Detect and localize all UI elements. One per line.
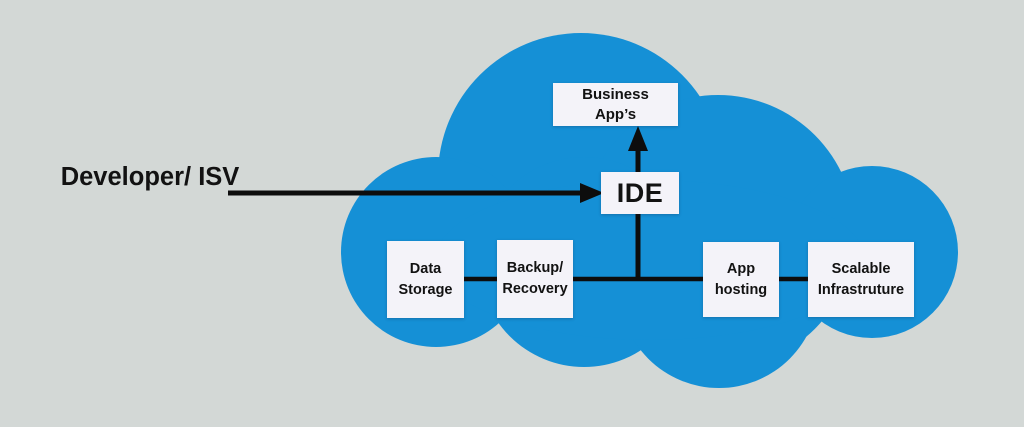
ide-to-business-apps-arrow bbox=[628, 126, 648, 281]
node-data-storage-line2: Storage bbox=[398, 281, 453, 298]
node-data-storage: Data Storage bbox=[387, 241, 464, 318]
node-ide: IDE bbox=[601, 172, 679, 214]
node-app-hosting-line1: App bbox=[726, 260, 756, 277]
node-data-storage-line1: Data bbox=[409, 260, 442, 277]
node-scalable-infrastructure-line2: Infrastruture bbox=[817, 281, 905, 298]
developer-isv-label-line1: Developer/ bbox=[60, 163, 192, 191]
node-scalable-infrastructure-line1: Scalable bbox=[831, 260, 891, 277]
node-business-apps: Business App’s bbox=[553, 83, 678, 126]
node-backup-recovery: Backup/ Recovery bbox=[497, 240, 573, 318]
node-business-apps-line2: App’s bbox=[594, 105, 637, 123]
developer-to-ide-arrow bbox=[228, 183, 604, 203]
developer-isv-label: Developer/ ISV bbox=[45, 160, 255, 196]
developer-isv-label-line2: ISV bbox=[198, 163, 240, 191]
node-app-hosting-line2: hosting bbox=[714, 281, 768, 298]
node-backup-recovery-line2: Recovery bbox=[502, 281, 568, 297]
node-business-apps-line1: Business bbox=[582, 85, 649, 103]
node-ide-label: IDE bbox=[616, 178, 664, 208]
developer-arrowhead-icon bbox=[580, 183, 604, 203]
node-backup-recovery-line1: Backup/ bbox=[506, 260, 564, 276]
node-app-hosting: App hosting bbox=[703, 242, 779, 317]
node-scalable-infrastructure: Scalable Infrastruture bbox=[808, 242, 914, 317]
up-arrowhead-icon bbox=[628, 126, 648, 151]
